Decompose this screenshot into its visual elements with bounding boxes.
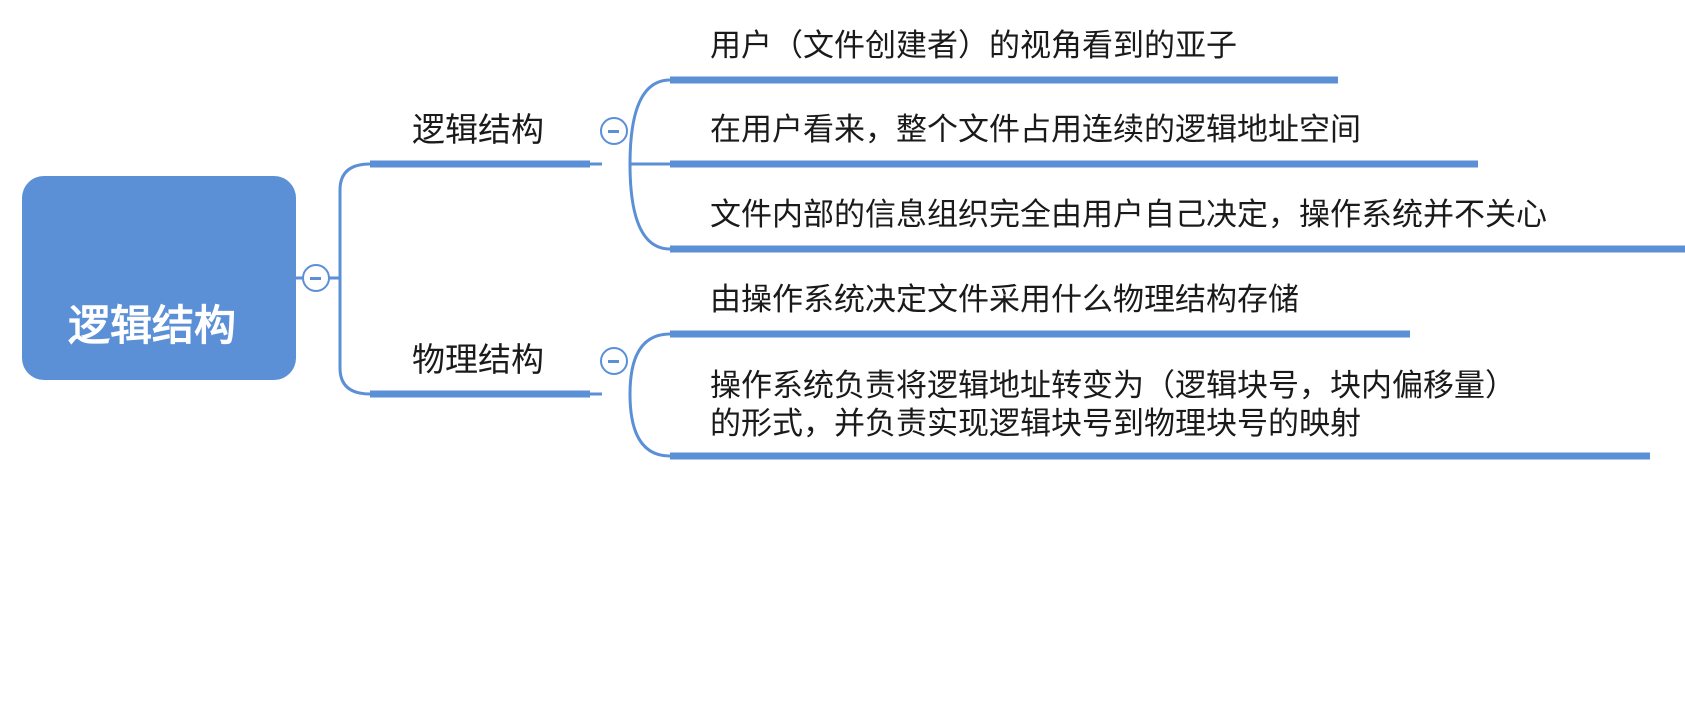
mindmap-connectors (296, 76, 1685, 460)
branch-logic-collapse-icon[interactable] (600, 117, 628, 145)
leaf-physical-2[interactable]: 操作系统负责将逻辑地址转变为（逻辑块号，块内偏移量） 的形式，并负责实现逻辑块号… (710, 367, 1516, 443)
root-line-2: V.S. (68, 457, 158, 506)
root-collapse-icon[interactable] (302, 264, 330, 292)
leaf-logic-2[interactable]: 在用户看来，整个文件占用连续的逻辑地址空间 (710, 111, 1361, 149)
physical-fan-top (628, 332, 671, 395)
leaf-logic-3[interactable]: 文件内部的信息组织完全由用户自己决定，操作系统并不关心 (710, 196, 1547, 234)
leaf-logic-1[interactable]: 用户（文件创建者）的视角看到的亚子 (710, 27, 1237, 65)
leaf-logic-3-text: 文件内部的信息组织完全由用户自己决定，操作系统并不关心 (710, 197, 1547, 233)
branch-logic-label[interactable]: 逻辑结构 (412, 110, 544, 149)
leaf-physical-2-line-2: 的形式，并负责实现逻辑块号到物理块号的映射 (710, 406, 1361, 442)
physical-fan-bottom (628, 393, 671, 458)
leaf-physical-1-text: 由操作系统决定文件采用什么物理结构存储 (710, 282, 1299, 318)
root-branch-curve (338, 162, 371, 396)
root-line-3: 物理结构 (68, 613, 237, 662)
leaf-physical-2-line-1: 操作系统负责将逻辑地址转变为（逻辑块号，块内偏移量） (710, 368, 1516, 404)
leaf-physical-1[interactable]: 由操作系统决定文件采用什么物理结构存储 (710, 281, 1299, 319)
root-line-1: 逻辑结构 (68, 301, 237, 350)
branch-physical-collapse-icon[interactable] (600, 347, 628, 375)
logic-fan-bottom (628, 163, 671, 251)
leaf-logic-2-text: 在用户看来，整个文件占用连续的逻辑地址空间 (710, 112, 1361, 148)
logic-fan-top (628, 78, 671, 165)
leaf-logic-1-text: 用户（文件创建者）的视角看到的亚子 (710, 28, 1237, 64)
branch-physical-label[interactable]: 物理结构 (412, 340, 544, 379)
root-node[interactable]: 逻辑结构 V.S. 物理结构 (22, 176, 296, 662)
